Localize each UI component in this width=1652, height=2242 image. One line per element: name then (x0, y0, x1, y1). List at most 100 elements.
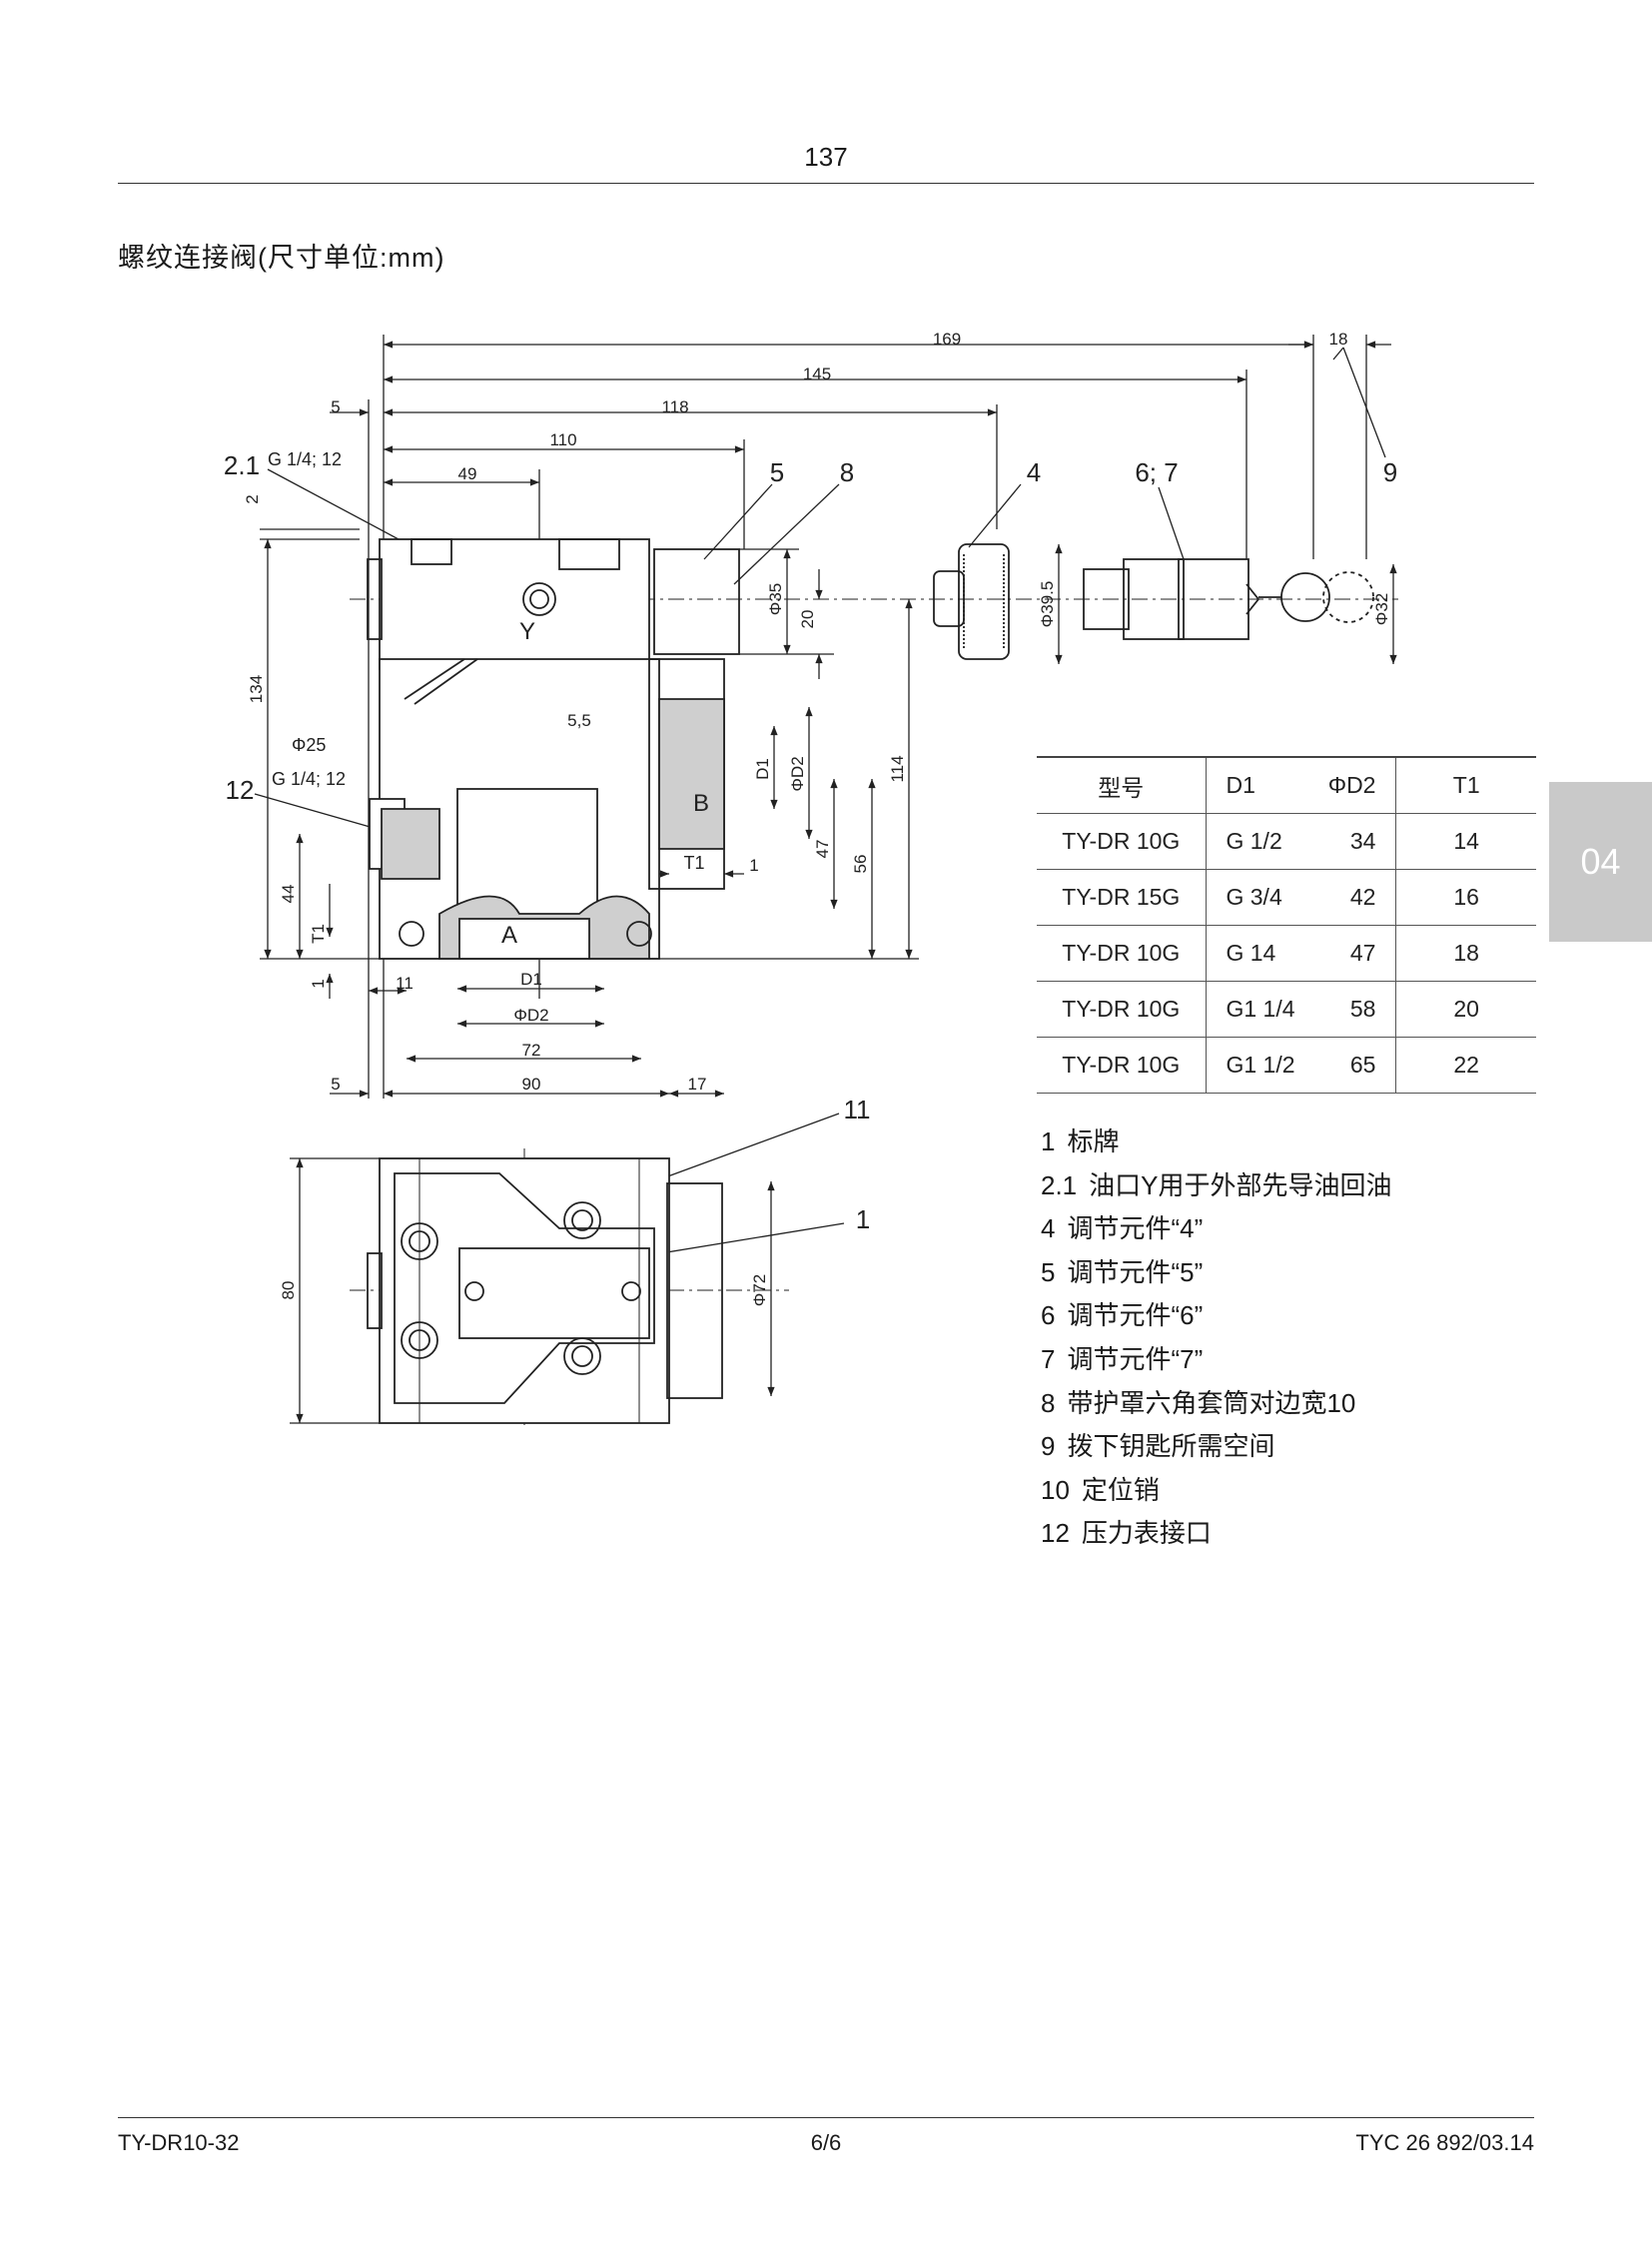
dimension-labels: 169 18 145 5 118 110 49 5,5 11 D1 ΦD2 72… (243, 330, 1391, 1306)
header-t1: T1 (1452, 772, 1480, 798)
dim-169: 169 (933, 330, 961, 349)
dim-145: 145 (803, 365, 831, 383)
dim-t1-v: T1 (309, 924, 328, 944)
legend-num: 9 (1041, 1431, 1056, 1462)
section-title: 螺纹连接阀(尺寸单位:mm) (118, 243, 445, 273)
dim-phi-d2-v: ΦD2 (788, 756, 807, 791)
port-labels: Y A B T1 (501, 618, 709, 949)
dim-2: 2 (243, 494, 262, 503)
legend-text: 调节元件“4” (1067, 1213, 1204, 1244)
dim-56: 56 (851, 855, 870, 874)
port-b: B (693, 790, 709, 817)
callout-4: 4 (1027, 457, 1041, 487)
cell-d1-d2: G1 1/4 58 (1206, 981, 1397, 1038)
dim-90: 90 (522, 1075, 541, 1094)
dim-1-v: 1 (309, 979, 328, 988)
legend-num: 2.1 (1041, 1169, 1078, 1200)
list-item: 9 拨下钥匙所需空间 (1041, 1425, 1392, 1469)
cell-t1: 22 (1453, 1052, 1479, 1078)
technical-drawing: 169 18 145 5 118 110 49 5,5 11 D1 ΦD2 72… (224, 330, 1398, 1428)
note-g14-side: G 1/4; 12 (272, 769, 346, 789)
callout-6-7: 6; 7 (1135, 457, 1178, 487)
cell-d2: 34 (1349, 828, 1376, 854)
dim-17: 17 (688, 1075, 707, 1094)
cell-model: TY-DR 10G (1037, 1037, 1207, 1094)
footer-right: TYC 26 892/03.14 (1355, 2130, 1534, 2155)
list-item: 7 调节元件“7” (1041, 1338, 1392, 1382)
dim-18: 18 (1329, 330, 1348, 349)
header-model: 型号 (1037, 757, 1207, 814)
legend-num: 6 (1041, 1300, 1056, 1331)
dim-20: 20 (798, 610, 817, 629)
header-d2: ΦD2 (1327, 772, 1376, 798)
list-item: 4 调节元件“4” (1041, 1207, 1392, 1251)
cell-model: TY-DR 10G (1037, 813, 1207, 870)
dim-phi32: Φ32 (1372, 593, 1391, 625)
drawing-notes: G 1/4; 12 Φ25 G 1/4; 12 (268, 449, 346, 789)
header-rule (118, 183, 1534, 184)
list-item: 6 调节元件“6” (1041, 1294, 1392, 1338)
legend-text: 拨下钥匙所需空间 (1067, 1431, 1275, 1462)
adjuster-components (933, 543, 1374, 660)
dim-phi39-5: Φ39.5 (1038, 581, 1057, 628)
page-number: 137 (804, 142, 848, 172)
legend-num: 4 (1041, 1213, 1056, 1244)
valve-front-view (367, 538, 740, 960)
cell-model: TY-DR 15G (1037, 869, 1207, 926)
list-item: 5 调节元件“5” (1041, 1251, 1392, 1295)
dim-5-bottom: 5 (331, 1075, 340, 1094)
chapter-tab[interactable]: 04 (1549, 782, 1652, 942)
callout-12: 12 (226, 775, 255, 805)
legend-text: 调节元件“7” (1067, 1343, 1204, 1374)
dim-phi-d2: ΦD2 (513, 1006, 548, 1025)
legend-num: 5 (1041, 1256, 1056, 1287)
port-a: A (501, 922, 517, 949)
cell-d1: G 14 (1226, 940, 1276, 966)
cell-d1: G 3/4 (1226, 884, 1282, 910)
table-row: TY-DR 10G G1 1/4 58 20 (1037, 981, 1536, 1038)
footer-rule (118, 2117, 1534, 2118)
legend-text: 调节元件“6” (1067, 1300, 1204, 1331)
cell-t1: 18 (1453, 940, 1479, 966)
legend-num: 7 (1041, 1343, 1056, 1374)
cell-t1: 20 (1453, 996, 1479, 1022)
dim-phi35: Φ35 (766, 583, 785, 615)
legend-num: 8 (1041, 1387, 1056, 1418)
cell-model: TY-DR 10G (1037, 925, 1207, 982)
dim-11: 11 (396, 974, 413, 993)
dim-d1: D1 (520, 970, 542, 989)
cell-d1: G1 1/4 (1226, 996, 1295, 1022)
port-y: Y (519, 618, 535, 645)
legend-num: 1 (1041, 1126, 1056, 1156)
callout-5: 5 (770, 457, 784, 487)
dim-114: 114 (888, 755, 907, 782)
dim-49: 49 (458, 464, 477, 483)
dim-5-top: 5 (331, 397, 340, 416)
legend-text: 定位销 (1081, 1474, 1160, 1505)
legend-text: 调节元件“5” (1067, 1256, 1204, 1287)
cell-model: TY-DR 10G (1037, 981, 1207, 1038)
cell-d2: 58 (1349, 996, 1376, 1022)
cell-d2: 47 (1349, 940, 1376, 966)
footer-center: 6/6 (810, 2130, 842, 2155)
callout-9: 9 (1383, 457, 1397, 487)
dim-1-right: 1 (749, 856, 758, 875)
port-t1: T1 (683, 853, 704, 873)
dim-phi72: Φ72 (750, 1274, 769, 1306)
footer-left: TY-DR10-32 (118, 2130, 240, 2155)
table-row: TY-DR 10G G 14 47 18 (1037, 925, 1536, 982)
